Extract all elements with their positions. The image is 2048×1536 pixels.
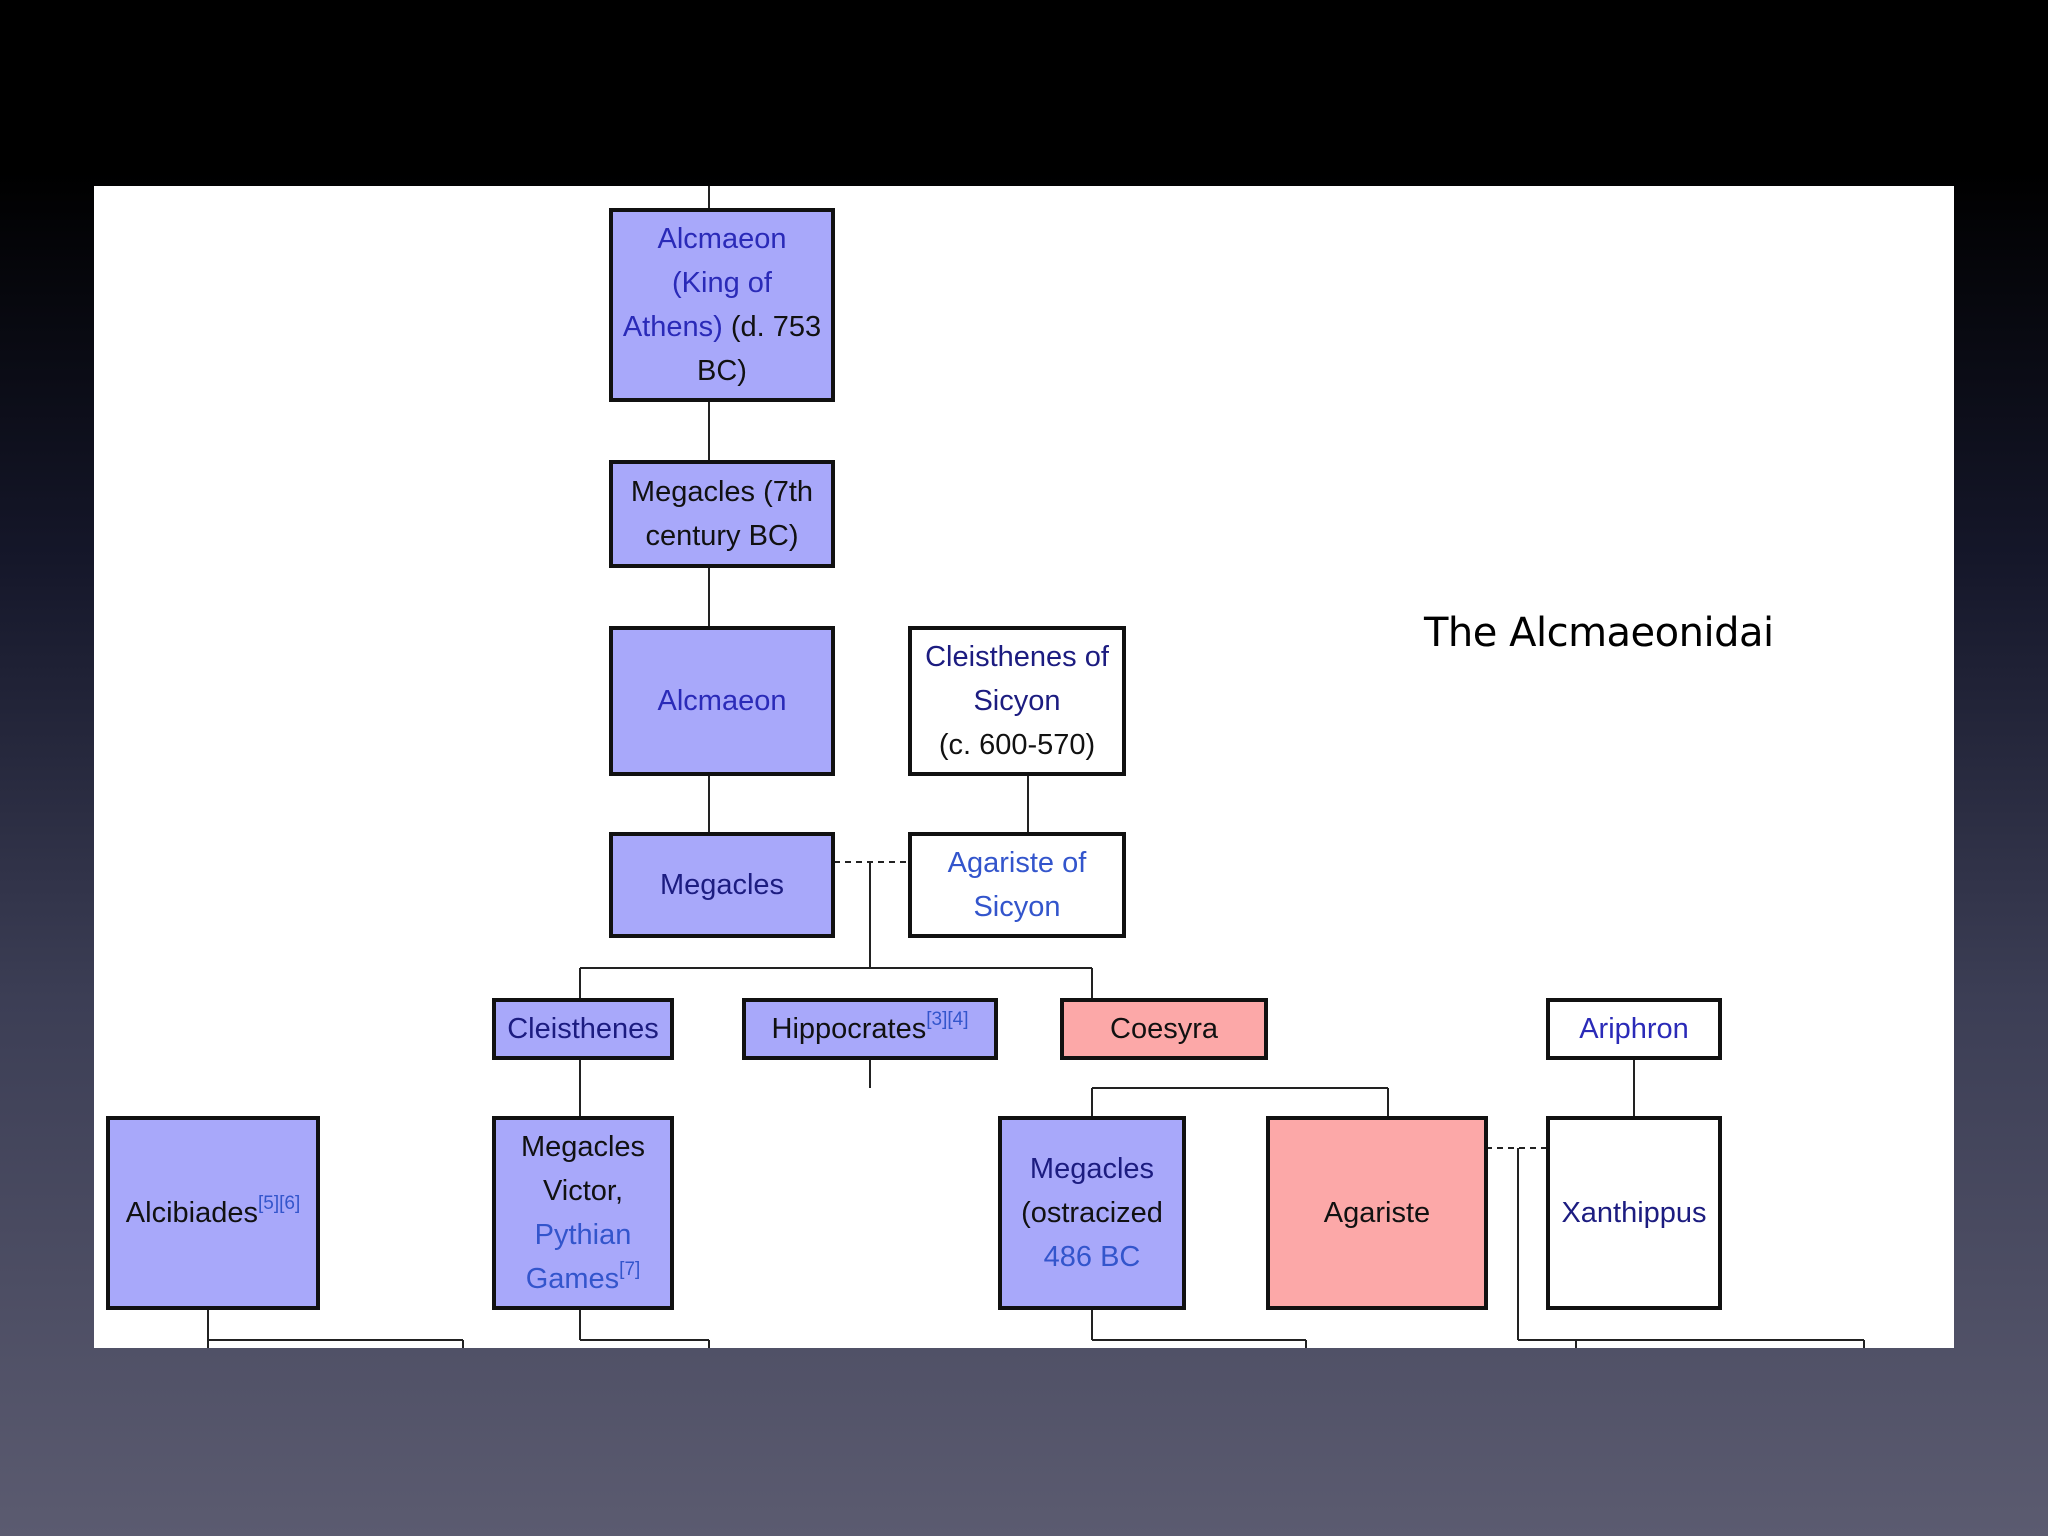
- diagram-panel: Alcmaeon (King of Athens) (d. 753 BC) Me…: [94, 186, 1954, 1348]
- agariste-sicyon-link-2[interactable]: Sicyon: [973, 891, 1061, 923]
- node-coesyra: Coesyra: [1060, 998, 1268, 1060]
- megacles-ostracized-link[interactable]: Megacles: [1029, 1153, 1155, 1185]
- ariphron-link[interactable]: Ariphron: [1579, 1013, 1689, 1045]
- cleisthenes-sicyon-link[interactable]: Cleisthenes of: [925, 641, 1109, 673]
- alcmaeon-link[interactable]: Alcmaeon: [657, 685, 787, 717]
- node-alcmaeon[interactable]: Alcmaeon: [609, 626, 835, 776]
- node-alcibiades: Alcibiades[5][6]: [106, 1116, 320, 1310]
- node-agariste: Agariste: [1266, 1116, 1488, 1310]
- alcmaeon-king-dates-2: BC): [697, 355, 747, 387]
- megacles-victor-line-2: Victor,: [542, 1175, 624, 1207]
- hippocrates-ref-3[interactable]: [3]: [926, 1009, 948, 1030]
- alcibiades-ref-6[interactable]: [6]: [279, 1193, 301, 1214]
- hippocrates-label: Hippocrates: [771, 1013, 927, 1045]
- megacles-link[interactable]: Megacles: [659, 869, 785, 901]
- node-cleisthenes-of-sicyon[interactable]: Cleisthenes of Sicyon (c. 600-570): [908, 626, 1126, 776]
- cleisthenes-link[interactable]: Cleisthenes: [507, 1013, 659, 1045]
- node-megacles[interactable]: Megacles: [609, 832, 835, 938]
- alcmaeon-king-link-2[interactable]: (King of: [672, 267, 772, 299]
- alcibiades-label: Alcibiades: [125, 1197, 258, 1229]
- alcmaeon-king-dates: (d. 753: [722, 311, 822, 343]
- megacles-7th-line-1: Megacles (7th: [630, 476, 814, 508]
- node-hippocrates: Hippocrates[3][4]: [742, 998, 998, 1060]
- alcmaeon-king-link-3[interactable]: Athens): [622, 311, 723, 343]
- alcibiades-ref-5[interactable]: [5]: [257, 1193, 280, 1214]
- agariste-sicyon-link[interactable]: Agariste of: [947, 847, 1087, 879]
- cleisthenes-sicyon-dates: (c. 600-570): [938, 729, 1096, 761]
- node-cleisthenes[interactable]: Cleisthenes: [492, 998, 674, 1060]
- hippocrates-ref-4[interactable]: [4]: [947, 1009, 969, 1030]
- node-agariste-of-sicyon[interactable]: Agariste of Sicyon: [908, 832, 1126, 938]
- slide-title: The Alcmaeonidai: [1424, 610, 1774, 656]
- node-alcmaeon-king[interactable]: Alcmaeon (King of Athens) (d. 753 BC): [609, 208, 835, 402]
- pythian-games-link[interactable]: Pythian: [534, 1219, 632, 1251]
- alcmaeon-king-link[interactable]: Alcmaeon: [657, 223, 787, 255]
- coesyra-label: Coesyra: [1110, 1013, 1218, 1045]
- megacles-victor-ref-7[interactable]: [7]: [619, 1259, 641, 1280]
- node-megacles-7th-century: Megacles (7th century BC): [609, 460, 835, 568]
- node-xanthippus[interactable]: Xanthippus: [1546, 1116, 1722, 1310]
- node-megacles-ostracized: Megacles (ostracized 486 BC: [998, 1116, 1186, 1310]
- node-megacles-victor: Megacles Victor, Pythian Games[7]: [492, 1116, 674, 1310]
- xanthippus-link[interactable]: Xanthippus: [1561, 1197, 1707, 1229]
- connector-lines: [207, 186, 1865, 1348]
- megacles-7th-line-2: century BC): [645, 520, 799, 552]
- pythian-games-link-2[interactable]: Games: [525, 1263, 620, 1295]
- megacles-ostracized-year-link[interactable]: 486 BC: [1043, 1241, 1141, 1273]
- megacles-ostracized-line-2: (ostracized: [1021, 1197, 1163, 1229]
- cleisthenes-sicyon-link-2[interactable]: Sicyon: [973, 685, 1061, 717]
- agariste-label: Agariste: [1323, 1197, 1431, 1229]
- megacles-victor-line-1: Megacles: [520, 1131, 646, 1163]
- node-ariphron[interactable]: Ariphron: [1546, 998, 1722, 1060]
